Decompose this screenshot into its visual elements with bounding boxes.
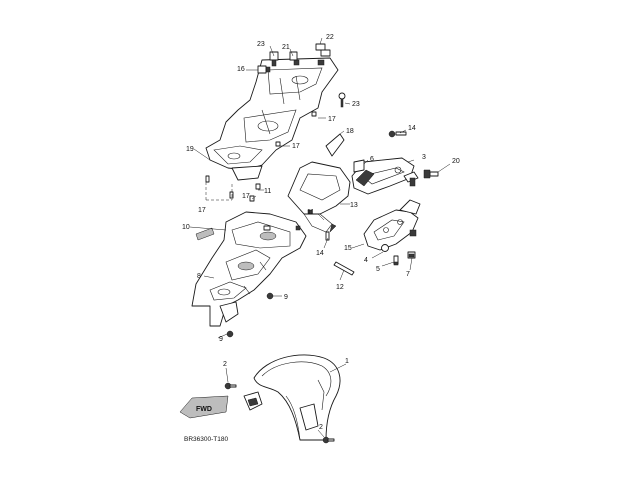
callout-19: 19 [186,146,194,153]
inner-fender-8 [191,211,307,327]
callout-17: 17 [292,143,300,150]
front-fender-1 [243,354,341,441]
grommet-6 [353,159,365,173]
callout-labels: 23 21 22 16 23 17 18 19 17 11 17 17 14 6… [182,34,460,431]
callout-23: 23 [352,101,360,108]
forward-label: FWD [196,406,212,413]
callout-4: 4 [364,257,368,264]
callout-22: 22 [326,34,334,41]
bracket-18 [325,133,345,157]
callout-17: 17 [328,116,336,123]
tail-light-bracket-3 [351,157,419,195]
callout-2: 2 [319,424,323,431]
callout-14: 14 [408,125,416,132]
callout-6: 6 [370,156,374,163]
callout-12: 12 [336,284,344,291]
callout-3: 3 [422,154,426,161]
callout-20: 20 [452,158,460,165]
callout-23: 23 [257,41,265,48]
license-bracket-15 [363,199,421,251]
bolt-14-upper [388,130,407,138]
callout-13: 13 [350,202,358,209]
callout-9: 9 [219,336,223,343]
callout-2: 2 [223,361,227,368]
callout-5: 5 [376,266,380,273]
rod-12 [333,261,355,276]
callout-17: 17 [198,207,206,214]
callout-17: 17 [242,193,250,200]
callout-21: 21 [282,44,290,51]
nut-7 [407,251,416,259]
callout-15: 15 [344,245,352,252]
callout-16: 16 [237,66,245,73]
callout-11: 11 [264,188,271,195]
figure-code: BR36300-T180 [184,436,228,443]
tail-cover-13 [287,161,351,241]
label-10 [195,227,215,241]
callout-14: 14 [316,250,324,257]
washer-4-5 [381,244,399,266]
callout-10: 10 [182,224,190,231]
callout-8: 8 [197,273,201,280]
callout-1: 1 [345,358,349,365]
callout-9: 9 [284,294,288,301]
rear-frame-assembly [205,57,339,181]
callout-7: 7 [406,271,410,278]
leader-lines [189,37,451,438]
bolt-20 [423,169,439,179]
callout-11: 11 [307,209,314,216]
screw-9 [226,292,274,338]
forward-arrow-icon: FWD [179,395,229,419]
screws-2 [224,382,335,444]
callout-18: 18 [346,128,354,135]
